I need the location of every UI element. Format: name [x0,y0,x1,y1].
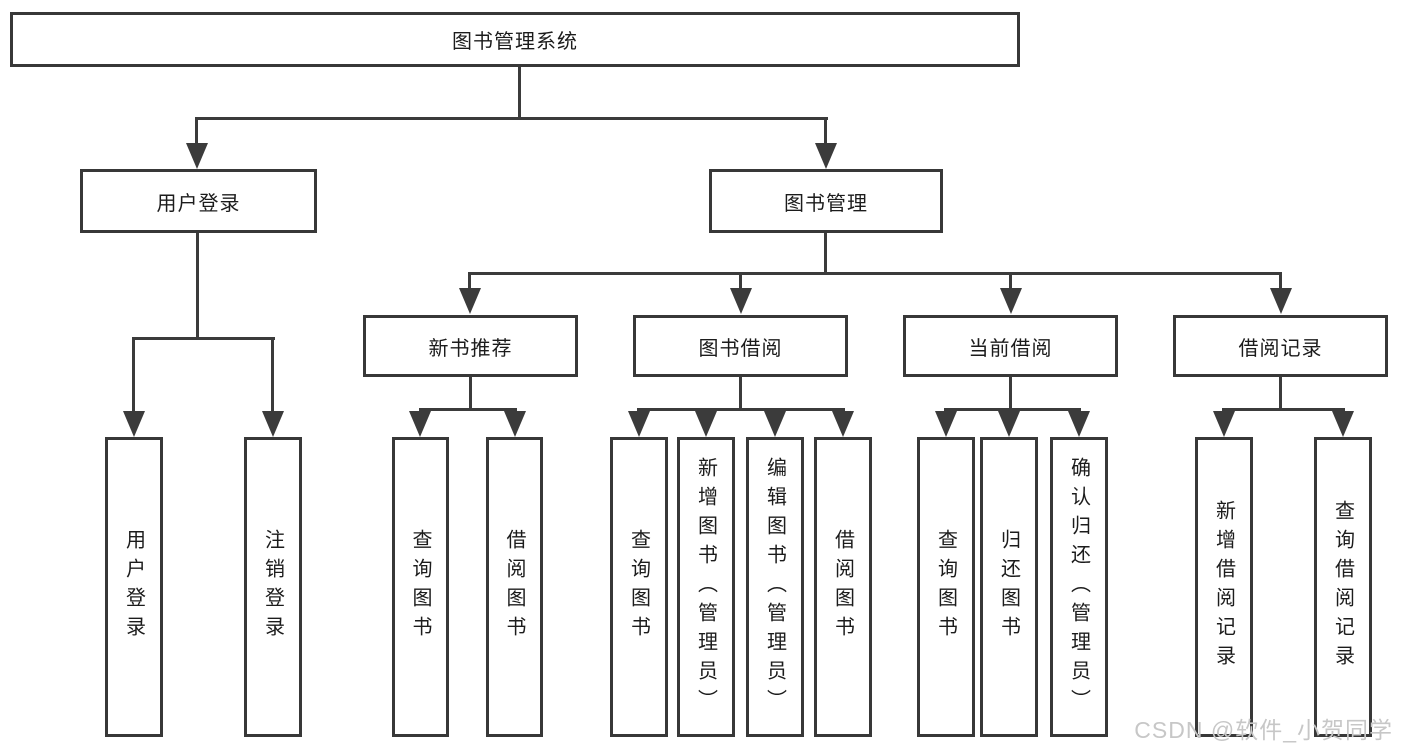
watermark: CSDN @软件_小贺同学 [1134,717,1393,743]
arrow-down-icon [459,288,481,314]
connector-line [1279,377,1282,411]
connector-line [1009,272,1012,289]
leaf-query-books-recommend: 查询图书 [392,437,449,737]
arrow-down-icon [409,411,431,437]
connector-line [468,272,471,289]
arrow-down-icon [628,411,650,437]
arrow-down-icon [764,411,786,437]
arrow-down-icon [123,411,145,437]
leaf-query-books-borrowing: 查询图书 [610,437,668,737]
connector-line [739,272,742,289]
connector-line [824,233,827,275]
connector-line [518,67,521,120]
leaf-query-books-current: 查询图书 [917,437,975,737]
arrow-down-icon [695,411,717,437]
leaf-confirm-return-admin: 确认归还（管理员） [1050,437,1108,737]
connector-line [1222,408,1345,411]
arrow-down-icon [1000,288,1022,314]
node-book-borrowing: 图书借阅 [633,315,848,377]
connector-line [468,272,1282,275]
node-borrowing-records: 借阅记录 [1173,315,1388,377]
leaf-edit-book-admin: 编辑图书（管理员） [746,437,804,737]
node-new-book-recommend: 新书推荐 [363,315,578,377]
leaf-return-book: 归还图书 [980,437,1038,737]
arrow-down-icon [935,411,957,437]
connector-line [637,408,845,411]
arrow-down-icon [1213,411,1235,437]
leaf-add-book-admin: 新增图书（管理员） [677,437,735,737]
node-current-borrowing: 当前借阅 [903,315,1118,377]
node-user-login-module: 用户登录 [80,169,317,233]
arrow-down-icon [815,143,837,169]
arrow-down-icon [832,411,854,437]
connector-line [1009,377,1012,411]
leaf-user-login: 用户登录 [105,437,163,737]
connector-line [944,408,1081,411]
connector-line [271,337,274,411]
connector-line [1279,272,1282,289]
arrow-down-icon [1332,411,1354,437]
connector-line [195,117,828,120]
arrow-down-icon [262,411,284,437]
arrow-down-icon [1270,288,1292,314]
arrow-down-icon [186,143,208,169]
connector-line [469,377,472,411]
connector-line [419,408,517,411]
connector-line [132,337,275,340]
node-book-management: 图书管理 [709,169,943,233]
node-root: 图书管理系统 [10,12,1020,67]
leaf-borrow-books-recommend: 借阅图书 [486,437,543,737]
arrow-down-icon [730,288,752,314]
connector-line [132,337,135,411]
connector-line [196,233,199,340]
arrow-down-icon [1068,411,1090,437]
leaf-logout: 注销登录 [244,437,302,737]
leaf-add-borrow-record: 新增借阅记录 [1195,437,1253,737]
connector-line [739,377,742,411]
connector-line [195,117,198,144]
connector-line [824,117,827,144]
arrow-down-icon [504,411,526,437]
arrow-down-icon [998,411,1020,437]
leaf-borrow-books: 借阅图书 [814,437,872,737]
leaf-query-borrow-record: 查询借阅记录 [1314,437,1372,737]
